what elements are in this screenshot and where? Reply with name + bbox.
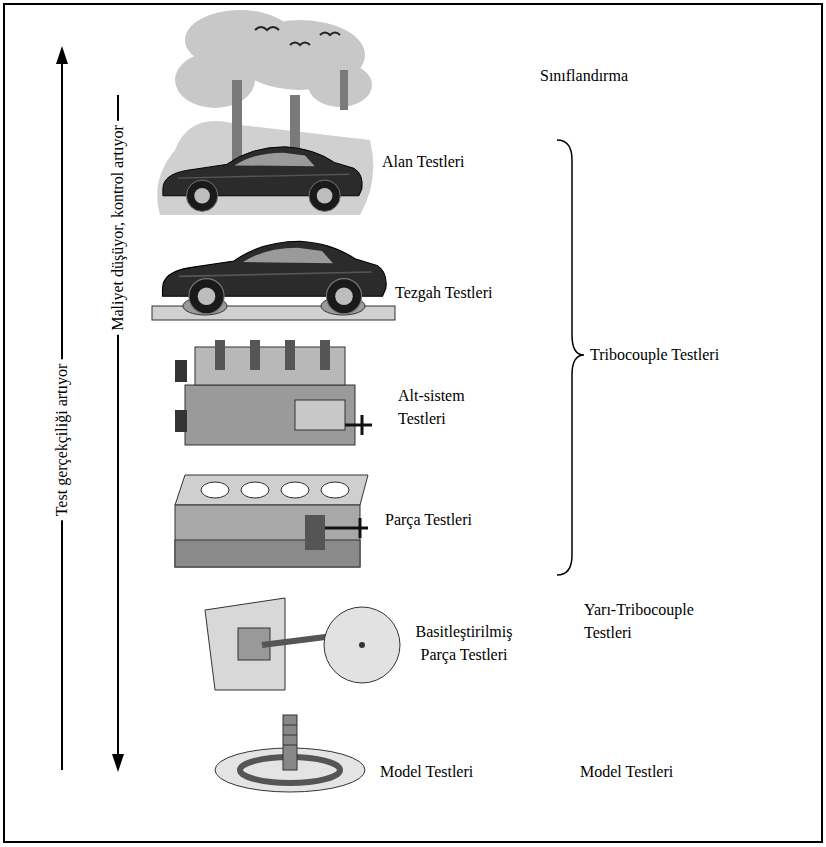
brace xyxy=(557,140,584,575)
simplified-part xyxy=(205,598,400,690)
level-label: Parça Testleri xyxy=(385,508,472,531)
level-label: Alan Testleri xyxy=(382,150,465,173)
bench-car xyxy=(152,241,395,320)
field-scene xyxy=(157,10,373,215)
engine-block xyxy=(175,475,368,567)
engine xyxy=(175,340,372,445)
pin-on-disc xyxy=(215,715,365,792)
column-heading: Sınıflandırma xyxy=(540,64,628,87)
level-label: Tezgah Testleri xyxy=(395,281,492,304)
level-label: Basitleştirilmiş Parça Testleri xyxy=(405,620,523,666)
axis-label: Maliyet düşüyor, kontrol artıyor xyxy=(106,121,129,335)
category-label: Yarı-Tribocouple Testleri xyxy=(584,598,719,644)
category-label: Model Testleri xyxy=(580,760,673,783)
level-label: Alt-sistem Testleri xyxy=(398,384,493,430)
level-label: Model Testleri xyxy=(380,760,473,783)
frame xyxy=(4,4,822,842)
axis-label: Test gerçekçiliği artıyor xyxy=(50,360,73,521)
category-label: Tribocouple Testleri xyxy=(590,343,719,366)
